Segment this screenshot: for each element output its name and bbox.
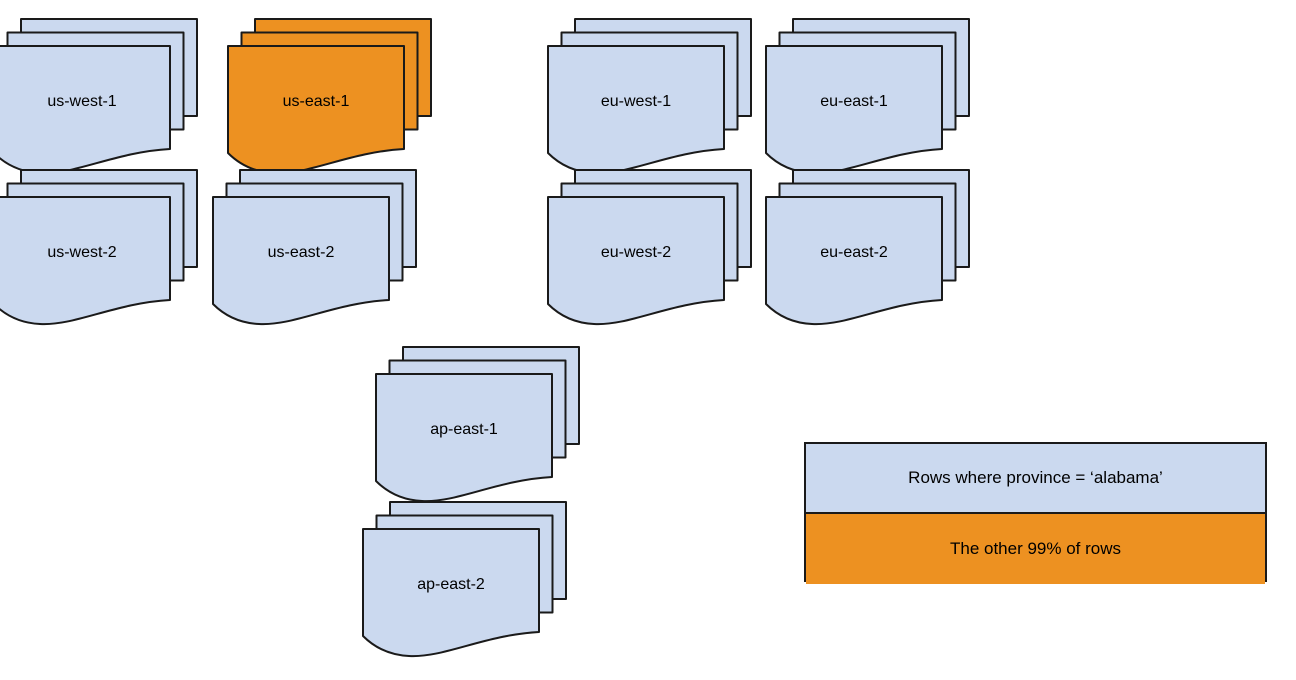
document-stack-shape (375, 346, 580, 503)
document-stack-us-west-1[interactable]: us-west-1 (0, 18, 224, 184)
legend: Rows where province = ‘alabama’ The other… (804, 442, 1267, 584)
document-page-front (765, 196, 943, 326)
document-stack-shape (547, 18, 752, 175)
document-stack-ap-east-1[interactable]: ap-east-1 (375, 346, 606, 512)
legend-row-legend-orange: The other 99% of rows (806, 514, 1265, 584)
document-stack-eu-east-2[interactable]: eu-east-2 (765, 169, 996, 335)
document-stack-shape (212, 169, 417, 326)
document-page-front (362, 528, 540, 658)
document-page-front (375, 373, 553, 503)
document-stack-shape (765, 169, 970, 326)
document-stack-us-east-1[interactable]: us-east-1 (227, 18, 458, 184)
document-stack-eu-west-2[interactable]: eu-west-2 (547, 169, 778, 335)
document-page-front (0, 196, 171, 326)
legend-row-label: The other 99% of rows (949, 539, 1122, 558)
document-page-front (547, 45, 725, 175)
document-stack-shape (0, 169, 198, 326)
document-stack-ap-east-2[interactable]: ap-east-2 (362, 501, 593, 667)
document-stack-shape (227, 18, 432, 175)
document-page-front (227, 45, 405, 175)
document-page-front (0, 45, 171, 175)
document-stack-eu-west-1[interactable]: eu-west-1 (547, 18, 778, 184)
document-stack-shape (362, 501, 567, 658)
document-stack-us-west-2[interactable]: us-west-2 (0, 169, 224, 335)
document-stack-eu-east-1[interactable]: eu-east-1 (765, 18, 996, 184)
document-page-front (765, 45, 943, 175)
document-stack-shape (765, 18, 970, 175)
document-stack-shape (547, 169, 752, 326)
document-stack-shape (0, 18, 198, 175)
document-page-front (212, 196, 390, 326)
legend-row-legend-blue: Rows where province = ‘alabama’ (806, 444, 1265, 514)
legend-row-label: Rows where province = ‘alabama’ (908, 468, 1163, 487)
document-stack-us-east-2[interactable]: us-east-2 (212, 169, 443, 335)
document-page-front (547, 196, 725, 326)
